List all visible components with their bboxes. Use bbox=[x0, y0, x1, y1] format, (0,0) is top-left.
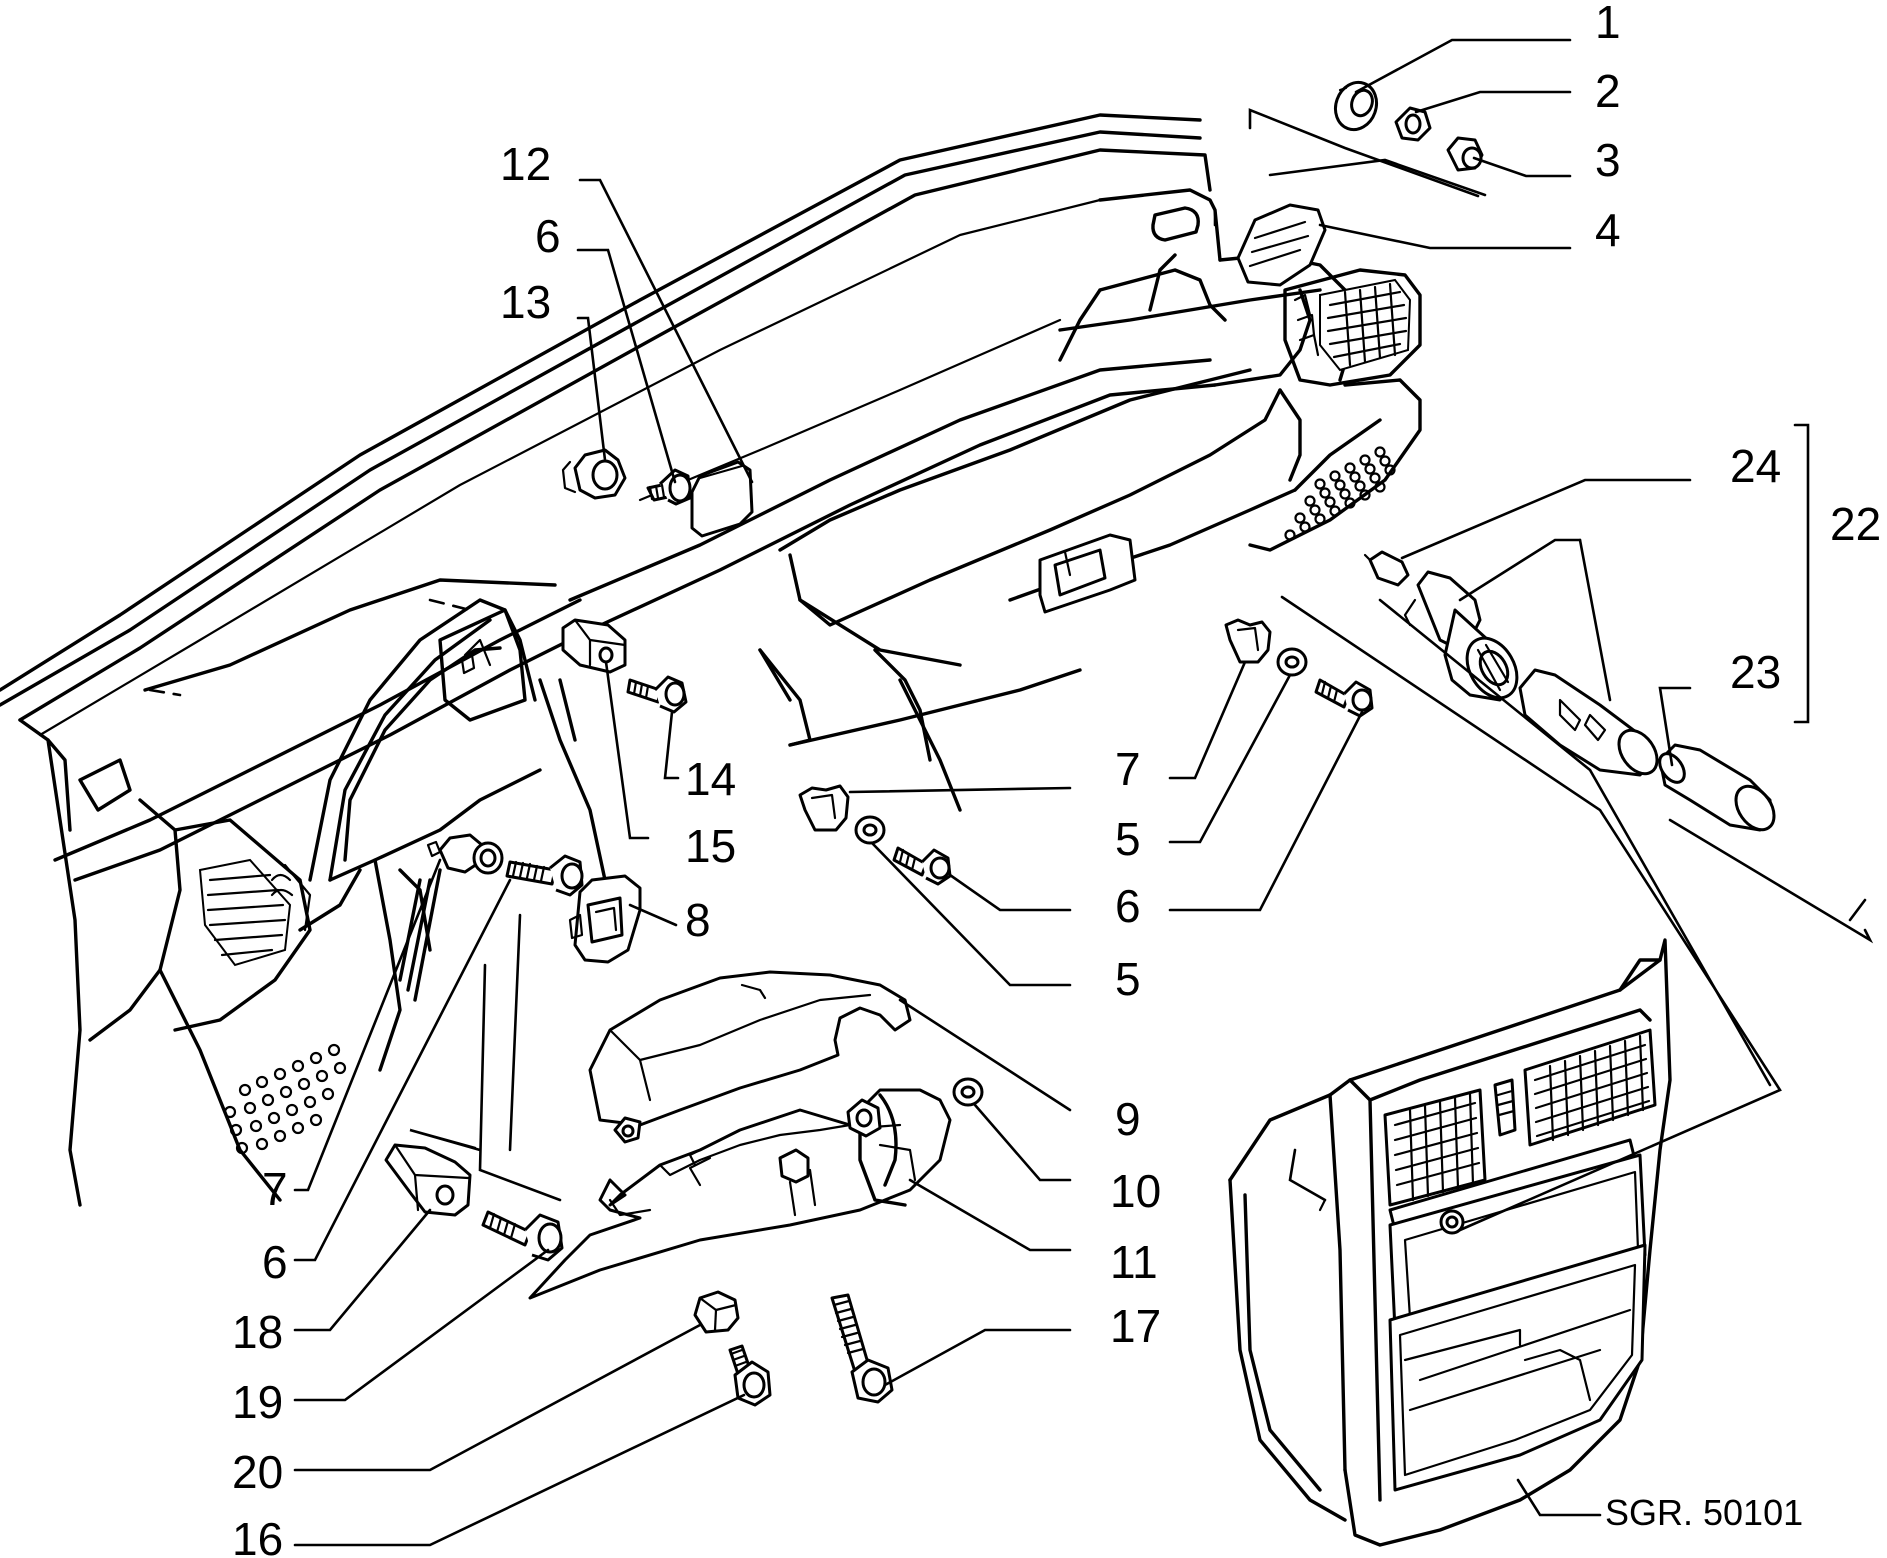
part-14-screw bbox=[626, 675, 688, 714]
console-right-grille bbox=[1523, 1028, 1657, 1147]
part-1-grommet bbox=[1333, 80, 1379, 132]
callout-7: 7 bbox=[1115, 743, 1141, 795]
callout-13: 13 bbox=[500, 276, 551, 328]
glovebox bbox=[778, 368, 1297, 812]
part-7-clip-left bbox=[426, 833, 504, 875]
callout-11: 11 bbox=[1110, 1236, 1158, 1288]
console-vent-wheel bbox=[1493, 1078, 1517, 1137]
part-2-nut bbox=[1394, 106, 1432, 142]
callout-1: 1 bbox=[1595, 0, 1621, 48]
callout-5: 5 bbox=[1115, 953, 1141, 1005]
part-16-bolt bbox=[728, 1344, 772, 1407]
part-6-screw-middle bbox=[892, 846, 952, 886]
part-6-screw-top bbox=[646, 468, 692, 506]
part-8-switch bbox=[568, 874, 642, 964]
callout-20: 20 bbox=[232, 1446, 283, 1498]
callout-10: 10 bbox=[1110, 1165, 1161, 1217]
callout-14: 14 bbox=[685, 753, 736, 805]
callout-6: 6 bbox=[1115, 880, 1141, 932]
callout-16: 16 bbox=[232, 1513, 283, 1558]
part-13-lock bbox=[561, 448, 627, 500]
part-3-knob bbox=[1446, 136, 1484, 172]
part-24-bulb bbox=[1363, 550, 1410, 587]
callout-12: 12 bbox=[500, 138, 551, 190]
part-23-knob bbox=[1658, 743, 1776, 832]
figure-reference: SGR. 50101 bbox=[1605, 1492, 1803, 1533]
callout-8: 8 bbox=[685, 894, 711, 946]
callout-19: 19 bbox=[232, 1376, 283, 1428]
callout-labels: 1 2 3 4 12 6 13 24 22 23 14 15 7 5 6 5 8… bbox=[232, 0, 1881, 1558]
part-4-vent bbox=[1236, 203, 1327, 287]
callout-17: 17 bbox=[1110, 1300, 1161, 1352]
callout-23: 23 bbox=[1730, 646, 1781, 698]
callout-4: 4 bbox=[1595, 204, 1621, 256]
leader-lines bbox=[293, 38, 1874, 1547]
callout-5: 5 bbox=[1115, 813, 1141, 865]
callout-3: 3 bbox=[1595, 134, 1621, 186]
callout-9: 9 bbox=[1115, 1093, 1141, 1145]
right-air-vent bbox=[1283, 268, 1422, 387]
part-6-bolt-left bbox=[505, 854, 584, 897]
callout-2: 2 bbox=[1595, 65, 1621, 117]
part-19-screw bbox=[481, 1210, 564, 1262]
left-speaker-grille bbox=[223, 1043, 347, 1155]
console-left-grille bbox=[1383, 1088, 1487, 1207]
part-7-clip-right bbox=[1224, 618, 1272, 664]
callout-6: 6 bbox=[262, 1236, 288, 1288]
part-12-cover bbox=[690, 460, 754, 538]
part-18-clip bbox=[384, 1143, 472, 1217]
part-6-screw-right bbox=[1314, 678, 1374, 718]
left-air-vent bbox=[198, 858, 312, 967]
callout-18: 18 bbox=[232, 1306, 283, 1358]
part-20-nut bbox=[693, 1290, 740, 1334]
part-15-clip bbox=[561, 618, 627, 674]
part-22-lighter-socket bbox=[1403, 570, 1519, 702]
callout-15: 15 bbox=[685, 820, 736, 872]
part-11-column-cover-lower bbox=[528, 1088, 952, 1300]
callout-24: 24 bbox=[1730, 440, 1781, 492]
callout-6: 6 bbox=[535, 210, 561, 262]
centre-console-bezel bbox=[1228, 938, 1672, 1547]
callout-22: 22 bbox=[1830, 498, 1881, 550]
right-speaker-grille bbox=[1284, 446, 1396, 541]
dashboard-panel bbox=[0, 113, 1422, 1207]
callout-7: 7 bbox=[262, 1163, 288, 1215]
console-tray bbox=[1388, 1243, 1647, 1492]
dash-slot bbox=[1151, 206, 1200, 242]
part-17-bolt bbox=[830, 1293, 894, 1404]
part-7-clip-middle bbox=[798, 784, 850, 832]
part-9-column-cover-upper bbox=[588, 970, 912, 1144]
part-22-lighter-element bbox=[1518, 668, 1659, 777]
